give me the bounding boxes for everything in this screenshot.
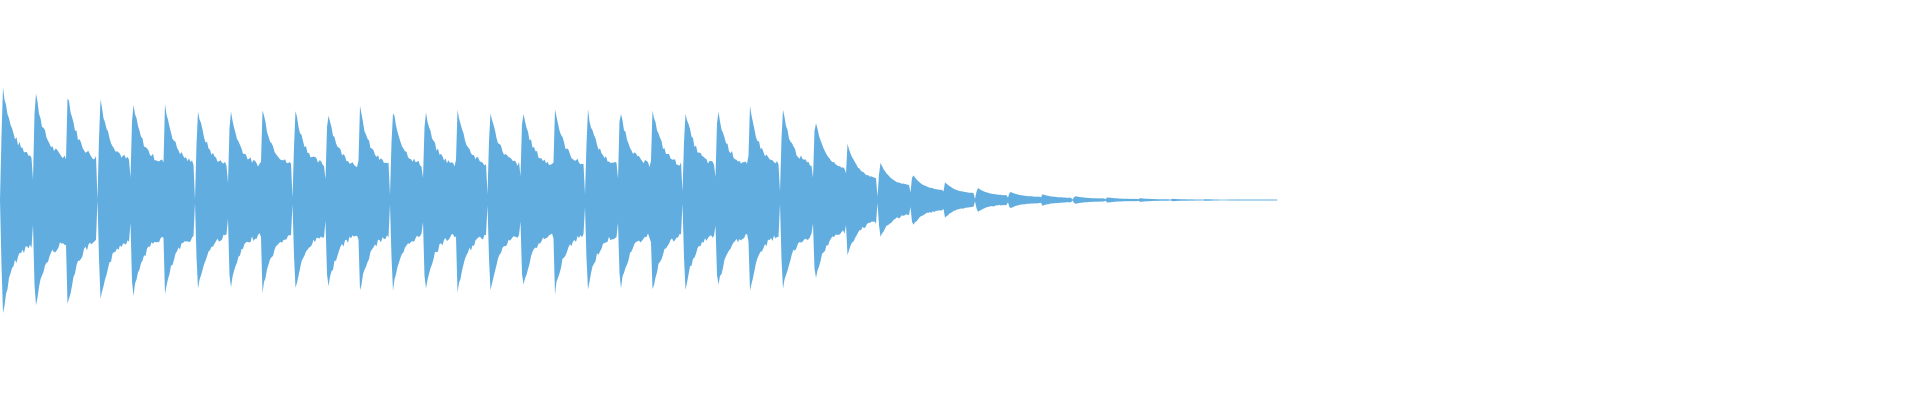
waveform-shape [0,87,1266,314]
waveform-envelope [0,87,1278,314]
